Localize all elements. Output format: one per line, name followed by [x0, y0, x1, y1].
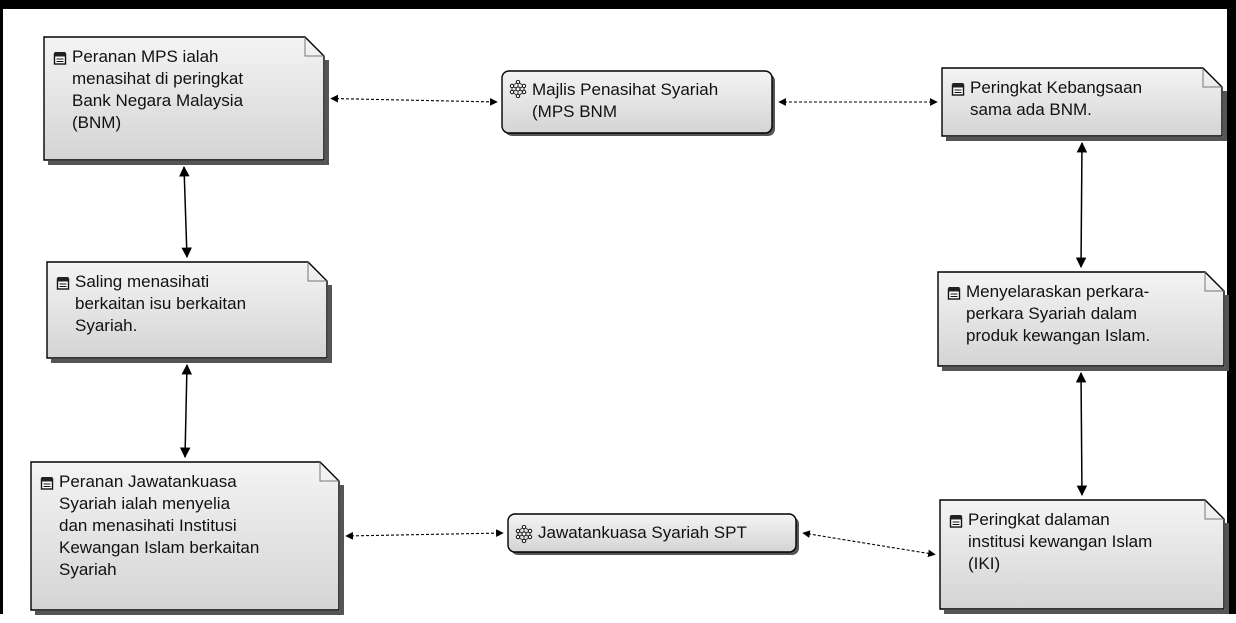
memo-icon: [947, 284, 961, 300]
node-harmonise-label: Menyelaraskan perkara- perkara Syariah d…: [966, 282, 1151, 345]
node-harmonise[interactable]: Menyelaraskan perkara- perkara Syariah d…: [937, 271, 1229, 371]
node-mps-bnm-label: Majlis Penasihat Syariah (MPS BNM: [532, 80, 719, 121]
node-committee-role-label: Peranan Jawatankuasa Syariah ialah menye…: [59, 472, 260, 579]
memo-icon-glyph: [951, 83, 965, 96]
node-internal-level[interactable]: Peringkat dalaman institusi kewangan Isl…: [939, 499, 1229, 614]
memo-icon-glyph: [949, 515, 963, 528]
memo-icon-glyph: [947, 287, 961, 300]
memo-icon: [53, 49, 67, 65]
connector-harmonise-internal_level: [1075, 371, 1088, 497]
connector-mps_role-mps_bnm: [330, 94, 498, 106]
node-shape: [941, 67, 1227, 141]
node-shape: [30, 461, 344, 615]
network-icon-glyph: [515, 524, 533, 543]
node-national-level[interactable]: Peringkat Kebangsaan sama ada BNM.: [941, 67, 1227, 141]
node-shape: [46, 261, 332, 363]
node-mutual-advice[interactable]: Saling menasihati berkaitan isu berkaita…: [46, 261, 332, 363]
connector-committee_spt-internal_level: [802, 530, 936, 558]
node-mps-role[interactable]: Peranan MPS ialah menasihat di peringkat…: [43, 36, 329, 165]
connector-national_level-harmonise: [1075, 141, 1088, 269]
node-committee-spt-label: Jawatankuasa Syariah SPT: [538, 523, 747, 542]
node-shape: [507, 513, 799, 555]
connector-layer: [179, 94, 1088, 558]
network-icon: [509, 79, 527, 99]
memo-icon: [40, 474, 54, 490]
connector-mutual_advice-committee_role: [179, 363, 193, 459]
memo-icon: [951, 80, 965, 96]
node-mps-bnm[interactable]: Majlis Penasihat Syariah (MPS BNM: [501, 70, 775, 136]
memo-icon-glyph: [40, 477, 54, 490]
node-mutual-advice-label: Saling menasihati berkaitan isu berkaita…: [75, 272, 247, 335]
network-icon: [515, 524, 533, 543]
memo-icon: [56, 274, 70, 290]
node-shape: [937, 271, 1229, 371]
memo-icon: [949, 512, 963, 528]
node-committee-spt[interactable]: Jawatankuasa Syariah SPT: [507, 513, 799, 555]
connector-mps_role-mutual_advice: [179, 165, 192, 259]
node-internal-level-label: Peringkat dalaman institusi kewangan Isl…: [968, 510, 1153, 573]
node-shape: [501, 70, 775, 136]
node-shape: [939, 499, 1229, 614]
memo-icon-glyph: [53, 52, 67, 65]
memo-icon-glyph: [56, 277, 70, 290]
node-committee-role[interactable]: Peranan Jawatankuasa Syariah ialah menye…: [30, 461, 344, 615]
node-national-level-label: Peringkat Kebangsaan sama ada BNM.: [970, 78, 1143, 119]
node-mps-role-label: Peranan MPS ialah menasihat di peringkat…: [72, 47, 244, 132]
network-icon-glyph: [509, 79, 527, 99]
connector-committee_role-committee_spt: [345, 529, 504, 540]
node-shape: [43, 36, 329, 165]
